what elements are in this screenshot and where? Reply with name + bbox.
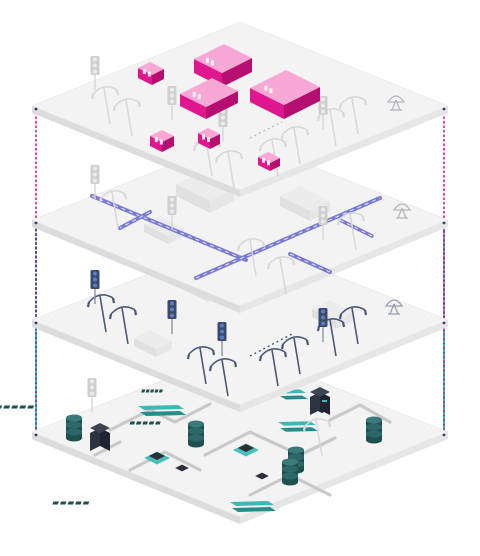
lamp-post-icon <box>338 306 368 345</box>
plate-side-left <box>32 432 240 524</box>
plate-side-right <box>240 106 448 197</box>
connector-node <box>442 321 446 325</box>
layer-plate-buildings <box>30 21 450 197</box>
lamp-post-icon <box>112 98 142 137</box>
traffic-light-icon <box>167 86 177 120</box>
plate-top <box>30 237 450 406</box>
ghost-building <box>176 172 234 213</box>
building-icon <box>180 78 238 119</box>
satellite-dish-icon <box>386 95 406 111</box>
plate-side-left <box>32 220 240 313</box>
lamp-post-icon <box>86 294 116 333</box>
lamp-post-icon <box>208 358 238 397</box>
traffic-light-icon <box>167 300 177 334</box>
connector-node <box>34 433 38 437</box>
connector-node <box>442 221 446 225</box>
chip-icon <box>175 464 189 472</box>
chip-icon <box>144 451 170 465</box>
lamp-post-icon <box>108 306 138 345</box>
chip-icon <box>255 472 269 480</box>
lamp-post-icon <box>336 212 366 251</box>
lamp-post-icon <box>280 126 310 165</box>
traffic-light-icon <box>90 270 100 304</box>
traffic-light-icon <box>318 206 328 240</box>
chip-icon <box>233 443 259 457</box>
connector-node <box>34 321 38 325</box>
plate-side-right <box>240 432 448 524</box>
lamp-post-icon <box>302 418 332 457</box>
lamp-post-icon <box>280 336 310 375</box>
memory-module-icon <box>129 421 318 432</box>
ghost-building <box>134 330 172 357</box>
plate-side-left <box>32 106 240 197</box>
lamp-post-icon <box>90 86 120 125</box>
road-marking <box>339 219 373 237</box>
road-marking <box>119 211 151 229</box>
lamp-post-icon <box>338 96 368 135</box>
road-marking <box>195 197 381 279</box>
server-icon <box>90 423 110 451</box>
circuit-trace-icon <box>328 403 392 424</box>
server-icon <box>310 387 330 415</box>
traffic-light-icon <box>318 308 328 342</box>
road-marking <box>91 195 247 261</box>
plate-top <box>30 137 450 307</box>
connector-node <box>34 107 38 111</box>
satellite-dish-icon <box>392 203 412 219</box>
building-icon <box>258 152 280 171</box>
building-icon <box>198 128 220 149</box>
plate-side-right <box>240 220 448 313</box>
database-icon <box>188 420 204 448</box>
traffic-light-icon <box>87 378 97 412</box>
lamp-post-icon <box>214 150 244 189</box>
lamp-post-icon <box>186 346 216 385</box>
memory-module-icon <box>52 501 276 512</box>
plate-side-right <box>240 320 448 412</box>
layer-plate-compute <box>0 349 450 524</box>
memory-module-icon <box>0 405 186 416</box>
circuit-trace-icon <box>203 430 337 457</box>
traffic-light-icon <box>217 322 227 356</box>
connector-node <box>442 107 446 111</box>
lamp-post-icon <box>98 190 128 229</box>
circuit-trace-icon <box>128 450 202 472</box>
database-icon <box>366 416 382 444</box>
traffic-light-icon <box>167 196 177 230</box>
satellite-dish-icon <box>384 299 404 315</box>
lamp-post-icon <box>258 348 288 387</box>
connector-node <box>442 433 446 437</box>
plate-top <box>30 21 450 191</box>
plate-side-left <box>32 320 240 412</box>
traffic-light-icon <box>90 165 100 199</box>
database-icon <box>282 458 298 486</box>
building-icon <box>250 70 320 119</box>
circuit-trace-icon <box>108 402 212 432</box>
road-icon <box>288 252 332 274</box>
plate-top <box>30 349 450 518</box>
traffic-light-icon <box>90 56 100 90</box>
building-icon <box>138 62 164 85</box>
connector-node <box>34 221 38 225</box>
database-icon <box>66 414 82 442</box>
traffic-light-icon <box>318 96 328 130</box>
lamp-post-icon <box>236 238 266 277</box>
layer-plate-infrastructure <box>30 237 450 412</box>
lamp-post-icon <box>266 256 296 295</box>
layer-plate-roads <box>30 137 450 313</box>
data-path <box>249 121 283 139</box>
building-icon <box>150 130 174 152</box>
